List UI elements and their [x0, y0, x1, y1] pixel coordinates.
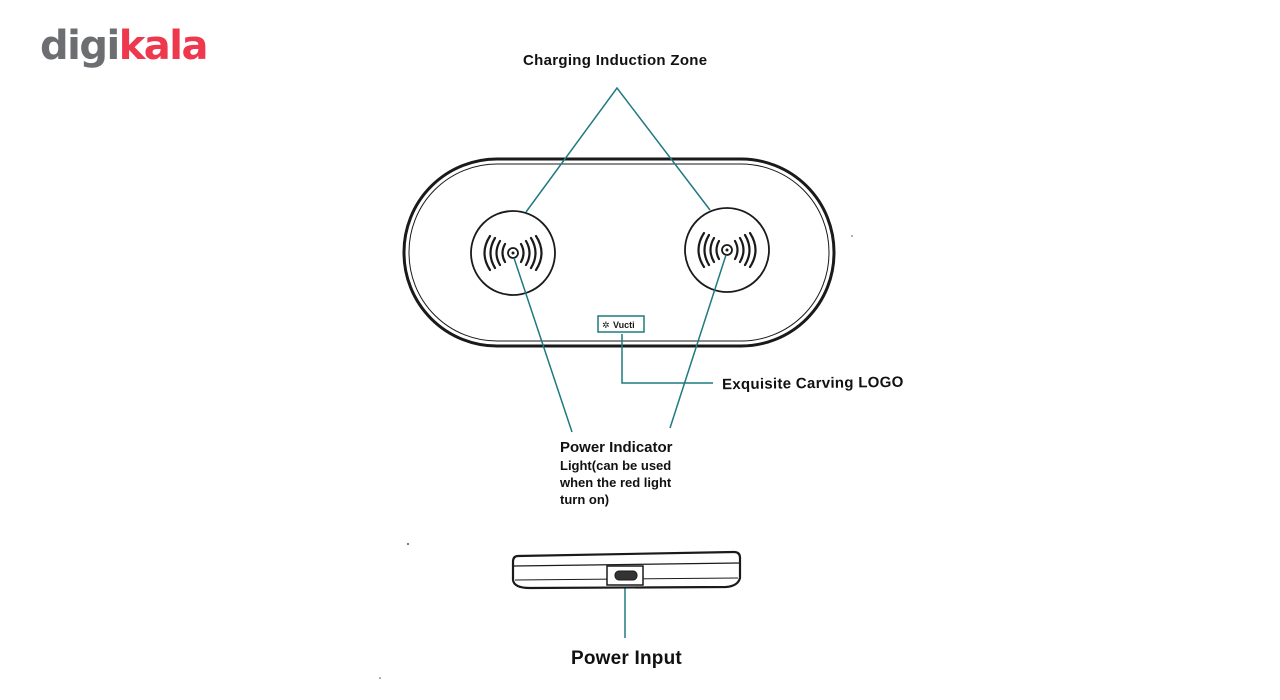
right-light-leader-line — [669, 254, 727, 429]
power-light-line-1: Power Indicator — [560, 439, 673, 456]
charger-pad-inner-outline — [408, 163, 830, 342]
power-light-line-3: when the red light — [560, 475, 672, 490]
left-charging-coil — [470, 210, 556, 296]
left-wireless-wave-icon — [483, 234, 543, 272]
charger-side-view — [511, 550, 742, 590]
device-logo-badge: ✲ Vucti — [597, 315, 645, 333]
power-light-line-2: Light(can be used — [560, 458, 672, 473]
device-logo-text: Vucti — [613, 320, 635, 330]
star-icon: ✲ — [602, 321, 610, 331]
usb-port-icon — [614, 570, 638, 581]
scan-specks — [379, 235, 853, 679]
charger-top-view: ✲ Vucti — [402, 157, 836, 348]
logo-digi: digi — [40, 23, 120, 69]
logo-kala: kala — [118, 23, 209, 69]
power-indicator-label: Power Indicator Light(can be used when t… — [560, 439, 673, 508]
leader-lines — [513, 86, 727, 638]
logo-leader-line — [621, 334, 713, 384]
right-charging-coil — [684, 207, 770, 293]
zone-leader-line — [525, 86, 711, 213]
left-light-leader-line — [513, 257, 573, 433]
exquisite-logo-label: Exquisite Carving LOGO — [721, 373, 904, 394]
digikala-logo: digikala — [40, 23, 209, 69]
charging-zone-label: Charging Induction Zone — [523, 52, 708, 69]
power-light-line-4: turn on) — [560, 492, 610, 507]
charger-pad-outline — [402, 157, 836, 348]
power-input-label: Power Input — [571, 648, 682, 669]
right-wireless-wave-icon — [697, 231, 757, 269]
